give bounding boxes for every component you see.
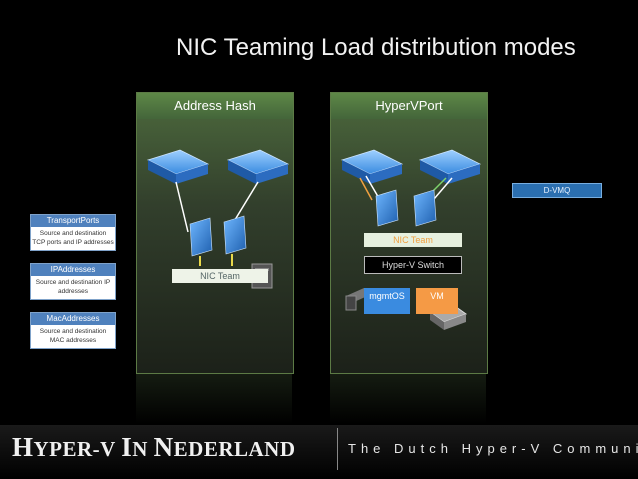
footer-bar: [0, 425, 638, 479]
hypervport-nic-team: NIC Team: [364, 233, 462, 247]
logo-part: N: [132, 437, 154, 461]
legend-body: Source and destination TCP ports and IP …: [31, 227, 115, 250]
hypervport-reflection: [330, 374, 486, 424]
switch-icon: [418, 149, 482, 184]
vm-box: VM: [416, 288, 458, 314]
legend-body: Source and destination MAC addresses: [31, 325, 115, 348]
legend-head: MacAddresses: [31, 313, 115, 325]
footer-tagline: The Dutch Hyper-V Community: [348, 441, 638, 456]
mgmtos-box: mgmtOS: [364, 288, 410, 314]
legend-macaddresses: MacAddresses Source and destination MAC …: [30, 312, 116, 349]
address-hash-panel: Address Hash: [136, 92, 294, 374]
address-hash-nic-team: NIC Team: [172, 269, 268, 283]
legend-body: Source and destination IP addresses: [31, 276, 115, 299]
switch-icon: [340, 149, 404, 184]
switch-icon: [226, 149, 290, 184]
legend-head: IPAddresses: [31, 264, 115, 276]
legend-transportports: TransportPorts Source and destination TC…: [30, 214, 116, 251]
legend-line: Source and destination: [39, 230, 107, 237]
legend-line: addresses: [58, 288, 88, 295]
legend-line: MAC addresses: [49, 337, 97, 344]
slide-title: NIC Teaming Load distribution modes: [176, 34, 576, 61]
nic-icon: [375, 189, 399, 227]
logo-part: H: [12, 432, 34, 462]
legend-line: Source and destination: [39, 328, 107, 335]
nic-icon: [413, 189, 437, 227]
hyperv-switch: Hyper-V Switch: [364, 256, 462, 274]
switch-icon: [146, 149, 210, 184]
legend-ipaddresses: IPAddresses Source and destination IP ad…: [30, 263, 116, 300]
nic-icon: [189, 217, 213, 257]
address-hash-reflection: [136, 374, 292, 424]
dvmq-label: D-VMQ: [512, 183, 602, 198]
legend-line: Source and destination IP: [35, 279, 111, 286]
nic-icon: [223, 215, 247, 255]
logo-part: YPER-V: [33, 437, 122, 461]
hyper-v-in-nederland-logo: HYPER-V IN NEDERLAND: [12, 432, 296, 463]
footer-divider: [337, 428, 338, 470]
address-hash-header: Address Hash: [137, 93, 293, 119]
logo-part: N: [153, 432, 174, 462]
logo-part: EDERLAND: [173, 437, 296, 461]
legend-head: TransportPorts: [31, 215, 115, 227]
legend-line: TCP ports and IP addresses: [32, 239, 114, 246]
logo-part: I: [121, 432, 133, 462]
hypervport-header: HyperVPort: [331, 93, 487, 119]
